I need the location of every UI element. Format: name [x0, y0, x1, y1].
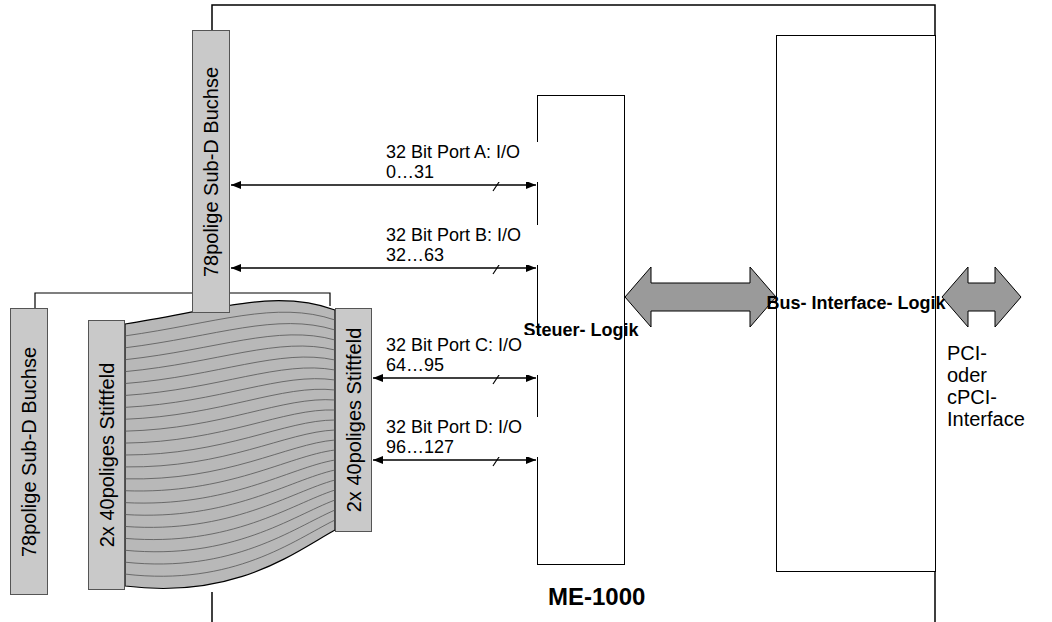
pci-bus-arrow — [942, 267, 1021, 327]
pin-header: 2x 40poliges Stiftfeld — [335, 308, 372, 532]
port-label: 32 Bit Port D: I/O 96…127 — [384, 417, 538, 457]
internal-bus-arrow — [625, 267, 776, 327]
port-line — [231, 268, 536, 269]
port-label: 32 Bit Port C: I/O 64…95 — [384, 335, 538, 375]
connector-label: 78polige Sub-D Buchse — [18, 346, 40, 556]
port-label: 32 Bit Port B: I/O 32…63 — [384, 225, 538, 265]
bus-interface-box: Bus- Interface- Logik — [776, 35, 936, 572]
circuit-board: ME-1000 Steuer- Logik Bus- Interface- Logi… — [212, 5, 935, 622]
block-label: Steuer- Logik — [524, 319, 639, 342]
connector-label: 78polige Sub-D Buchse — [200, 66, 222, 276]
port-line — [373, 378, 536, 379]
board-outline — [211, 592, 213, 622]
interface-label: PCI- oder cPCI- Interface — [947, 342, 1025, 430]
connector-label: 2x 40poliges Stiftfeld — [343, 328, 365, 513]
sub-d-socket: 78polige Sub-D Buchse — [10, 308, 48, 595]
block-label: Bus- Interface- Logik — [766, 292, 945, 315]
port-line — [231, 185, 536, 186]
control-logic-box: Steuer- Logik — [537, 95, 625, 565]
port-label: 32 Bit Port A: I/O 0…31 — [384, 142, 538, 182]
ribbon-cable — [125, 301, 335, 589]
board-name: ME-1000 — [548, 583, 645, 611]
port-line — [373, 460, 536, 461]
connector-label: 2x 40poliges Stiftfeld — [96, 363, 118, 548]
pin-header: 2x 40poliges Stiftfeld — [88, 320, 125, 590]
sub-d-socket: 78polige Sub-D Buchse — [192, 30, 230, 313]
